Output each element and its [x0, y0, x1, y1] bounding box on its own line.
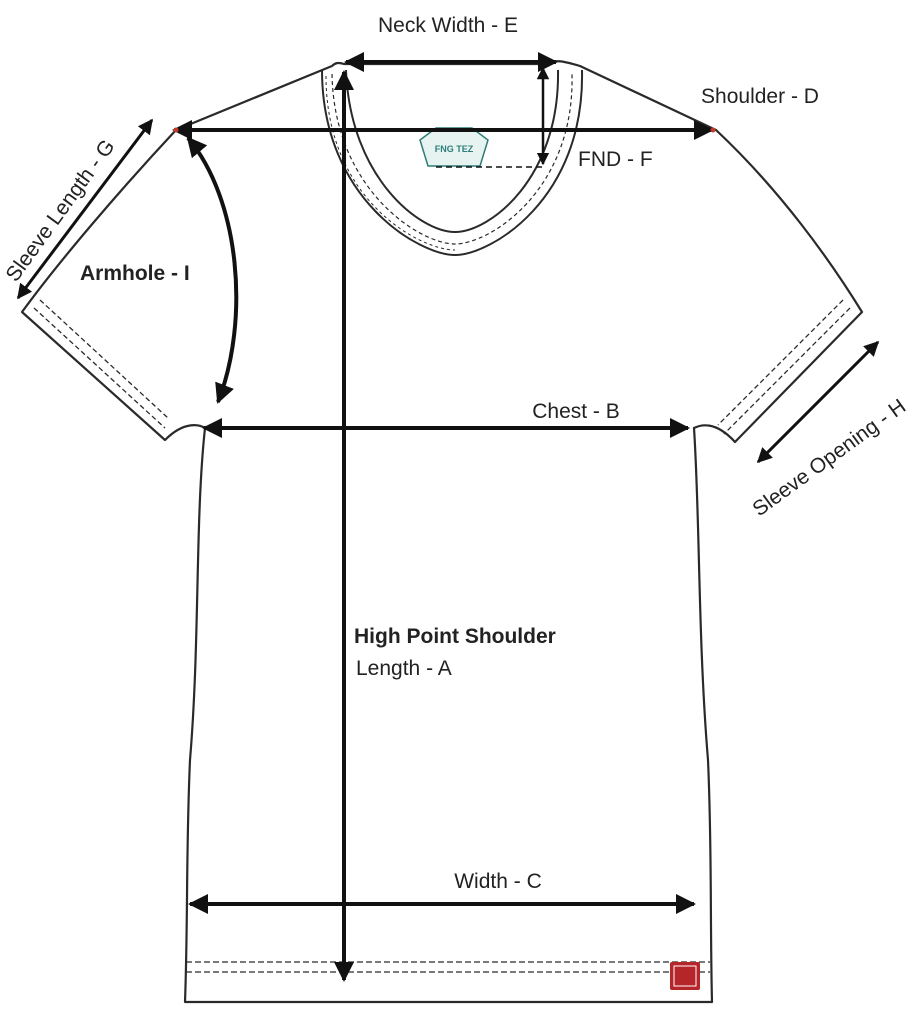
- tshirt-outline: [20, 60, 864, 1004]
- label-shoulder: Shoulder - D: [701, 85, 819, 108]
- neckline-stitch-1: [331, 73, 573, 245]
- left-sleeve-hem-stitch-1: [33, 307, 166, 429]
- shirt-body: [20, 60, 864, 1004]
- label-armhole: Armhole - I: [80, 262, 190, 285]
- label-neck-width: Neck Width - E: [378, 14, 518, 37]
- armhole-arrow: [186, 136, 239, 404]
- hem-brand-label: [670, 962, 700, 990]
- label-fnd: FND - F: [578, 148, 653, 171]
- label-chest: Chest - B: [532, 400, 620, 423]
- label-sleeve-opening: Sleeve Opening - H: [748, 395, 910, 521]
- label-width: Width - C: [454, 870, 542, 893]
- sleeve-length-arrow: [16, 118, 154, 300]
- label-hps-line2: Length - A: [356, 657, 452, 680]
- left-sleeve-hem-stitch-2: [39, 299, 169, 419]
- neck-tag: FNG TEZ: [419, 127, 489, 167]
- neckline-stitch-2: [325, 75, 456, 251]
- label-hps-line1: High Point Shoulder: [354, 625, 556, 648]
- measurement-arrows: [16, 52, 880, 982]
- neck-tag-text: FNG TEZ: [435, 144, 474, 154]
- bottom-hem-stitches: [186, 961, 710, 973]
- shoulder-points: [173, 127, 716, 133]
- sleeve-opening-arrow: [756, 340, 880, 464]
